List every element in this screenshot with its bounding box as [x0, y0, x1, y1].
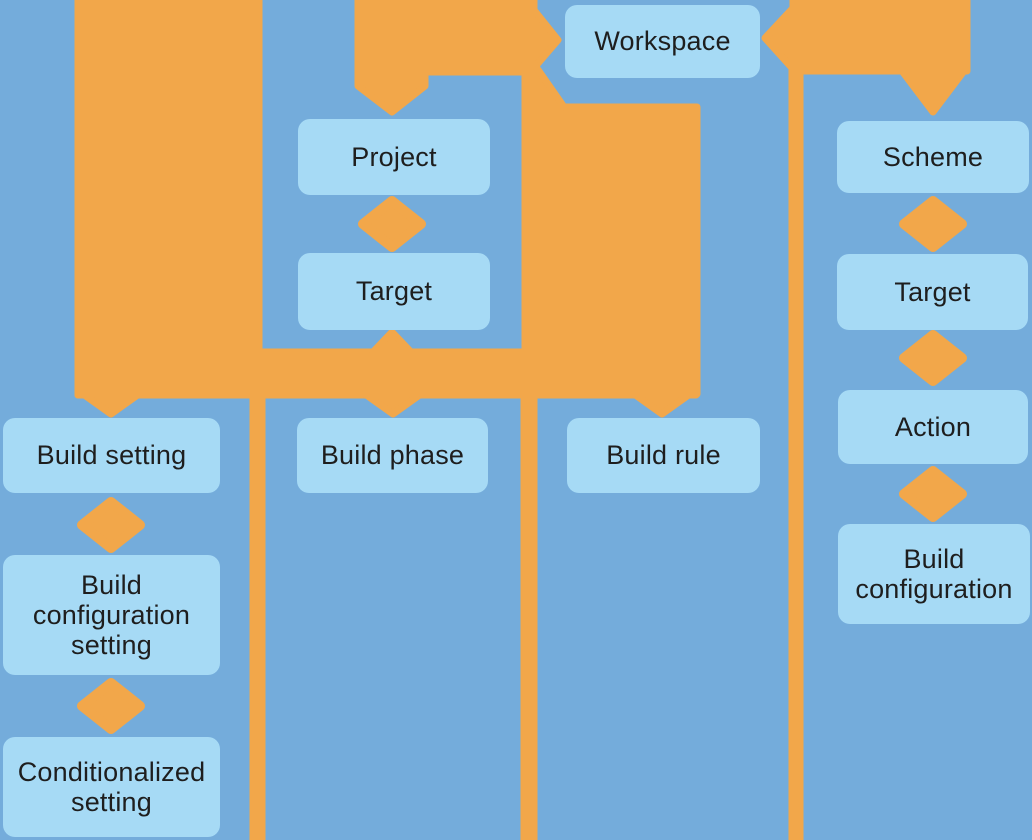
node-target-right-label: Target [894, 276, 971, 307]
drop-line-left [249, 392, 266, 840]
node-target-middle: Target [298, 253, 490, 330]
diamond-buildconfigurationsetting-conditionalizedsetting [77, 678, 145, 734]
drop-line-middle [520, 392, 538, 840]
node-scheme-label: Scheme [882, 141, 984, 172]
node-build-configuration-label: Build configuration [855, 543, 1013, 604]
node-scheme: Scheme [837, 121, 1029, 193]
node-target-middle-label: Target [355, 276, 433, 307]
node-project-label: Project [351, 141, 437, 172]
diamond-action-buildconfiguration [899, 466, 967, 522]
node-build-rule-label: Build rule [606, 440, 721, 471]
node-conditionalized-setting-label: Conditionalized setting [17, 756, 206, 817]
node-build-rule: Build rule [567, 418, 760, 493]
node-action: Action [838, 390, 1028, 464]
build-phase-arrow [361, 390, 425, 418]
node-target-right: Target [837, 254, 1028, 330]
node-build-configuration-setting-label: Build configuration setting [32, 569, 191, 661]
build-rule-arrow [630, 390, 694, 418]
scheme-trunk [789, 0, 971, 75]
node-build-configuration-setting: Build configuration setting [3, 555, 220, 675]
target-band-peak [369, 328, 415, 356]
node-workspace-label: Workspace [594, 26, 731, 57]
node-conditionalized-setting: Conditionalized setting [3, 737, 220, 837]
node-action-label: Action [894, 411, 972, 442]
diamond-project-target [358, 196, 426, 252]
node-build-phase: Build phase [297, 418, 488, 493]
workspace-left-connector [354, 0, 562, 76]
node-build-setting: Build setting [3, 418, 220, 493]
diamond-buildsetting-buildconfigurationsetting [77, 497, 145, 553]
node-build-setting-label: Build setting [36, 440, 187, 471]
node-project: Project [298, 119, 490, 195]
node-build-configuration: Build configuration [838, 524, 1030, 624]
target-swath [521, 60, 701, 398]
workspace-right-arrow [761, 4, 797, 73]
scheme-arrow [898, 67, 968, 116]
build-setting-arrow [79, 390, 143, 418]
drop-line-right [788, 66, 804, 840]
node-workspace: Workspace [565, 5, 760, 78]
left-trunk [74, 0, 263, 399]
node-build-phase-label: Build phase [320, 440, 465, 471]
diamond-scheme-target [899, 196, 967, 252]
diamond-target-action [899, 330, 967, 386]
